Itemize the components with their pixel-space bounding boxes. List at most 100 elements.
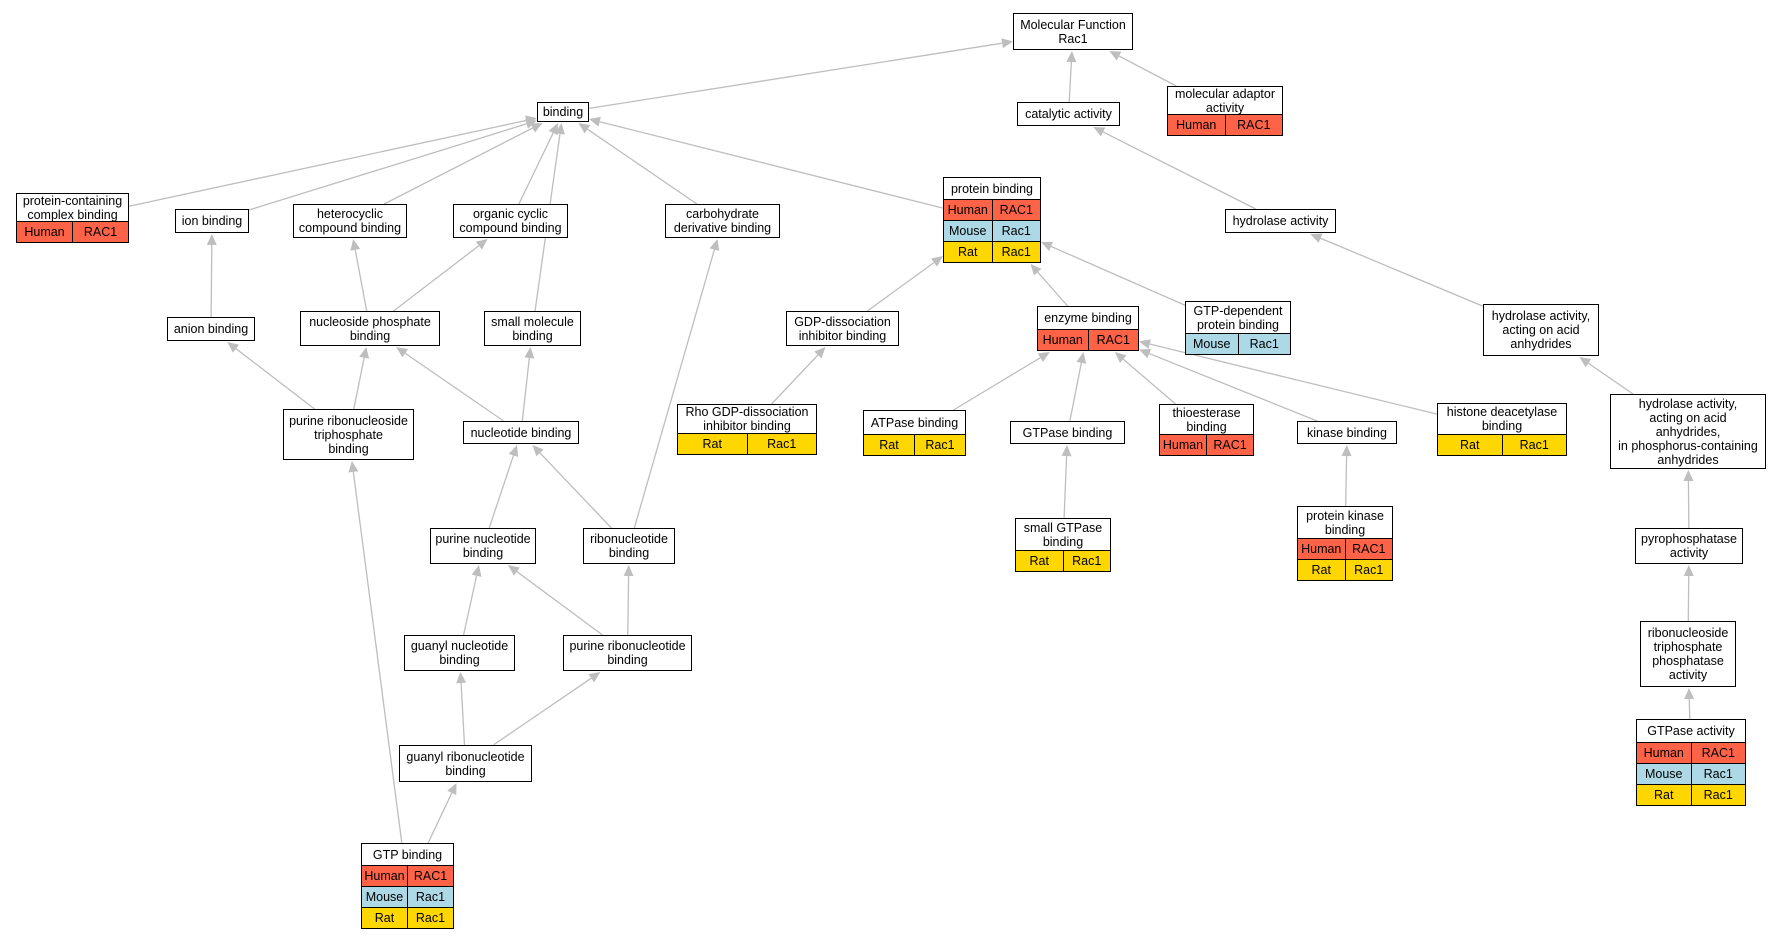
arrowhead bbox=[350, 239, 361, 251]
arrowhead bbox=[1341, 445, 1352, 457]
go-term-guanribo[interactable]: guanyl ribonucleotide binding bbox=[399, 745, 532, 782]
go-term-mf[interactable]: Molecular Function Rac1 bbox=[1013, 13, 1133, 50]
go-term-label: ion binding bbox=[181, 214, 243, 228]
organism-cell: Rat bbox=[702, 437, 722, 451]
edge-hydacid-to-hydrolase bbox=[1320, 237, 1484, 307]
go-term-label: organic cyclic compound binding bbox=[459, 207, 562, 235]
arrowhead bbox=[1310, 233, 1323, 243]
organism-cell: Rat bbox=[958, 245, 978, 259]
arrowhead bbox=[206, 234, 217, 246]
go-term-pyro[interactable]: pyrophosphatase activity bbox=[1635, 528, 1743, 564]
go-term-purtri[interactable]: purine ribonucleoside triphosphate bindi… bbox=[283, 409, 414, 460]
gene-cell: Rac1 bbox=[1501, 435, 1567, 455]
go-term-purnuc[interactable]: purine nucleotide binding bbox=[430, 528, 536, 564]
arrowhead bbox=[1093, 127, 1106, 137]
arrowhead bbox=[1109, 51, 1122, 61]
go-term-label: hydrolase activity, acting on acid anhyd… bbox=[1618, 396, 1758, 467]
go-term-organic[interactable]: organic cyclic compound binding bbox=[453, 204, 568, 238]
edge-organic-to-binding bbox=[518, 132, 554, 205]
go-term-gtpase[interactable]: GTPase binding bbox=[1010, 421, 1125, 444]
arrowhead bbox=[1114, 352, 1127, 363]
arrowhead bbox=[1037, 352, 1050, 362]
go-term-carbo[interactable]: carbohydrate derivative binding bbox=[665, 204, 780, 238]
go-term-label: purine ribonucleoside triphosphate bindi… bbox=[289, 413, 408, 456]
arrowhead bbox=[578, 123, 591, 134]
gene-cell: Rac1 bbox=[991, 221, 1041, 241]
edge-rhogdi-to-gdpdiss bbox=[771, 354, 819, 405]
edge-protkin-to-kinase bbox=[1345, 455, 1348, 507]
arrowhead bbox=[1139, 339, 1151, 349]
edge-guanyl-to-purnuc bbox=[462, 575, 478, 636]
go-term-anion[interactable]: anion binding bbox=[167, 317, 255, 341]
go-term-nucphos[interactable]: nucleoside phosphate binding bbox=[300, 311, 440, 346]
gene-cell: Rac1 bbox=[1690, 785, 1746, 805]
go-term-catalytic[interactable]: catalytic activity bbox=[1017, 102, 1120, 126]
arrowhead bbox=[814, 347, 826, 359]
edge-anion-to-ion bbox=[210, 244, 213, 318]
go-term-label: thioesterase binding bbox=[1172, 405, 1241, 434]
go-term-nucleotide[interactable]: nucleotide binding bbox=[463, 421, 579, 444]
organism-cell: Rat bbox=[879, 438, 899, 452]
go-term-binding[interactable]: binding bbox=[537, 102, 589, 122]
organism-cell: Human bbox=[1162, 438, 1204, 452]
gene-cell: Rac1 bbox=[407, 908, 453, 928]
go-term-hydphos[interactable]: hydrolase activity, acting on acid anhyd… bbox=[1610, 394, 1766, 469]
go-term-hetero[interactable]: heterocyclic compound binding bbox=[293, 204, 407, 238]
go-term-label: purine ribonucleotide binding bbox=[569, 639, 686, 667]
go-term-purribo[interactable]: purine ribonucleotide binding bbox=[563, 635, 692, 671]
go-term-label: pyrophosphatase activity bbox=[1641, 532, 1737, 560]
go-term-label: guanyl nucleotide binding bbox=[410, 639, 509, 667]
gene-cell: Rac1 bbox=[1690, 764, 1746, 784]
arrowhead bbox=[589, 116, 601, 127]
go-term-smallmol[interactable]: small molecule binding bbox=[484, 311, 581, 346]
edge-atpase-to-enzyme bbox=[953, 357, 1041, 411]
arrowhead bbox=[555, 123, 565, 135]
go-term-label: Molecular Function Rac1 bbox=[1020, 17, 1126, 46]
edge-thioest-to-enzyme bbox=[1122, 358, 1176, 405]
go-term-kinase[interactable]: kinase binding bbox=[1297, 421, 1397, 444]
arrowhead bbox=[475, 239, 488, 250]
go-term-ribonuc[interactable]: ribonucleotide binding bbox=[583, 528, 675, 564]
go-term-hydrolase[interactable]: hydrolase activity bbox=[1225, 209, 1336, 233]
organism-cell: Human bbox=[24, 225, 65, 239]
go-term-label: GTPase binding bbox=[1022, 425, 1113, 440]
arrowhead bbox=[447, 783, 457, 796]
go-term-ribotri[interactable]: ribonucleoside triphosphate phosphatase … bbox=[1640, 621, 1736, 687]
go-term-gdpdiss[interactable]: GDP-dissociation inhibitor binding bbox=[786, 311, 899, 346]
go-term-label: ribonucleotide binding bbox=[590, 532, 668, 560]
organism-cell: Mouse bbox=[1192, 337, 1231, 351]
edge-nucphos-to-hetero bbox=[354, 249, 368, 312]
gene-cell: Rac1 bbox=[407, 887, 453, 907]
go-term-ion[interactable]: ion binding bbox=[175, 209, 249, 233]
arrowhead bbox=[548, 123, 558, 136]
gene-cell: RAC1 bbox=[407, 866, 453, 886]
organism-cell: Mouse bbox=[948, 224, 987, 238]
go-term-label: small GTPase binding bbox=[1023, 520, 1103, 549]
organism-cell: Human bbox=[1042, 333, 1083, 347]
go-term-label: anion binding bbox=[173, 322, 249, 336]
gene-cell: Rac1 bbox=[1237, 334, 1291, 354]
go-term-guanyl[interactable]: guanyl nucleotide binding bbox=[404, 635, 515, 671]
go-term-hydacid[interactable]: hydrolase activity, acting on acid anhyd… bbox=[1483, 304, 1599, 356]
go-term-label: catalytic activity bbox=[1025, 107, 1112, 121]
